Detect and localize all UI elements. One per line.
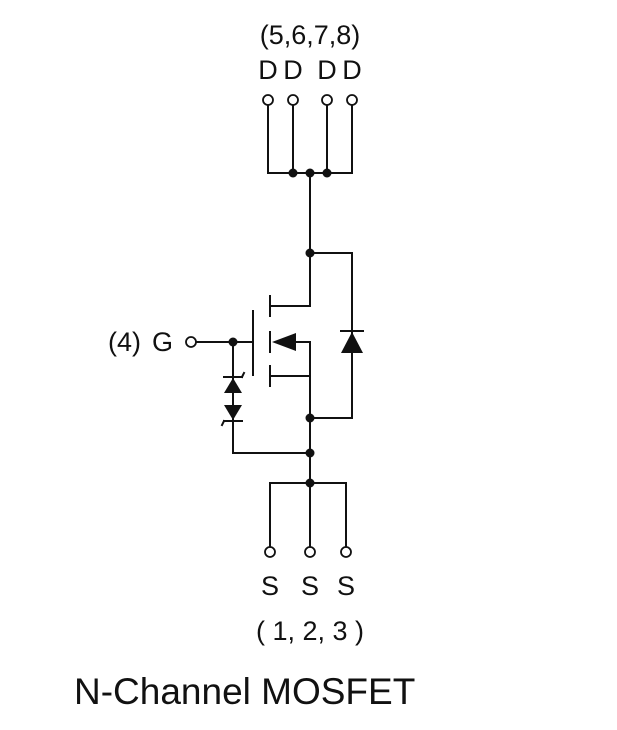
- source-label: S: [301, 571, 319, 601]
- source-label: S: [261, 571, 279, 601]
- drain-pin-terminal: [262, 94, 274, 106]
- drain-pin-terminal: [287, 94, 299, 106]
- drain-pin-numbers: (5,6,7,8): [260, 20, 361, 50]
- source-pin-terminal: [340, 546, 352, 558]
- source-pin-terminal: [304, 546, 316, 558]
- source-pin-numbers: ( 1, 2, 3 ): [256, 616, 364, 646]
- junction-dot: [305, 168, 315, 178]
- drain-pin-terminal: [321, 94, 333, 106]
- junction-dot: [288, 168, 298, 178]
- junction-dot: [305, 478, 315, 488]
- drain-label: D: [258, 55, 278, 85]
- caption: N-Channel MOSFET: [74, 671, 415, 712]
- gate-pin-terminal: [185, 336, 197, 348]
- gate-label: G: [152, 327, 173, 357]
- body-arrow: [272, 333, 296, 351]
- source-label: S: [337, 571, 355, 601]
- junction-dot: [322, 168, 332, 178]
- drain-pin-terminal: [346, 94, 358, 106]
- body-diode-triangle: [341, 332, 363, 353]
- gate-pin-number: (4): [108, 327, 141, 357]
- zener-triangle-up: [224, 378, 242, 393]
- zener-bar-top-hook: [240, 371, 246, 379]
- junction-dot: [305, 448, 315, 458]
- drain-label: D: [283, 55, 303, 85]
- junction-dot: [305, 413, 315, 423]
- source-pin-terminal: [264, 546, 276, 558]
- junction-dot: [305, 248, 315, 258]
- zener-bar-bottom-hook: [220, 419, 226, 427]
- zener-triangle-down: [224, 405, 242, 420]
- junction-dot: [228, 337, 238, 347]
- drain-label: D: [342, 55, 362, 85]
- drain-label: D: [317, 55, 337, 85]
